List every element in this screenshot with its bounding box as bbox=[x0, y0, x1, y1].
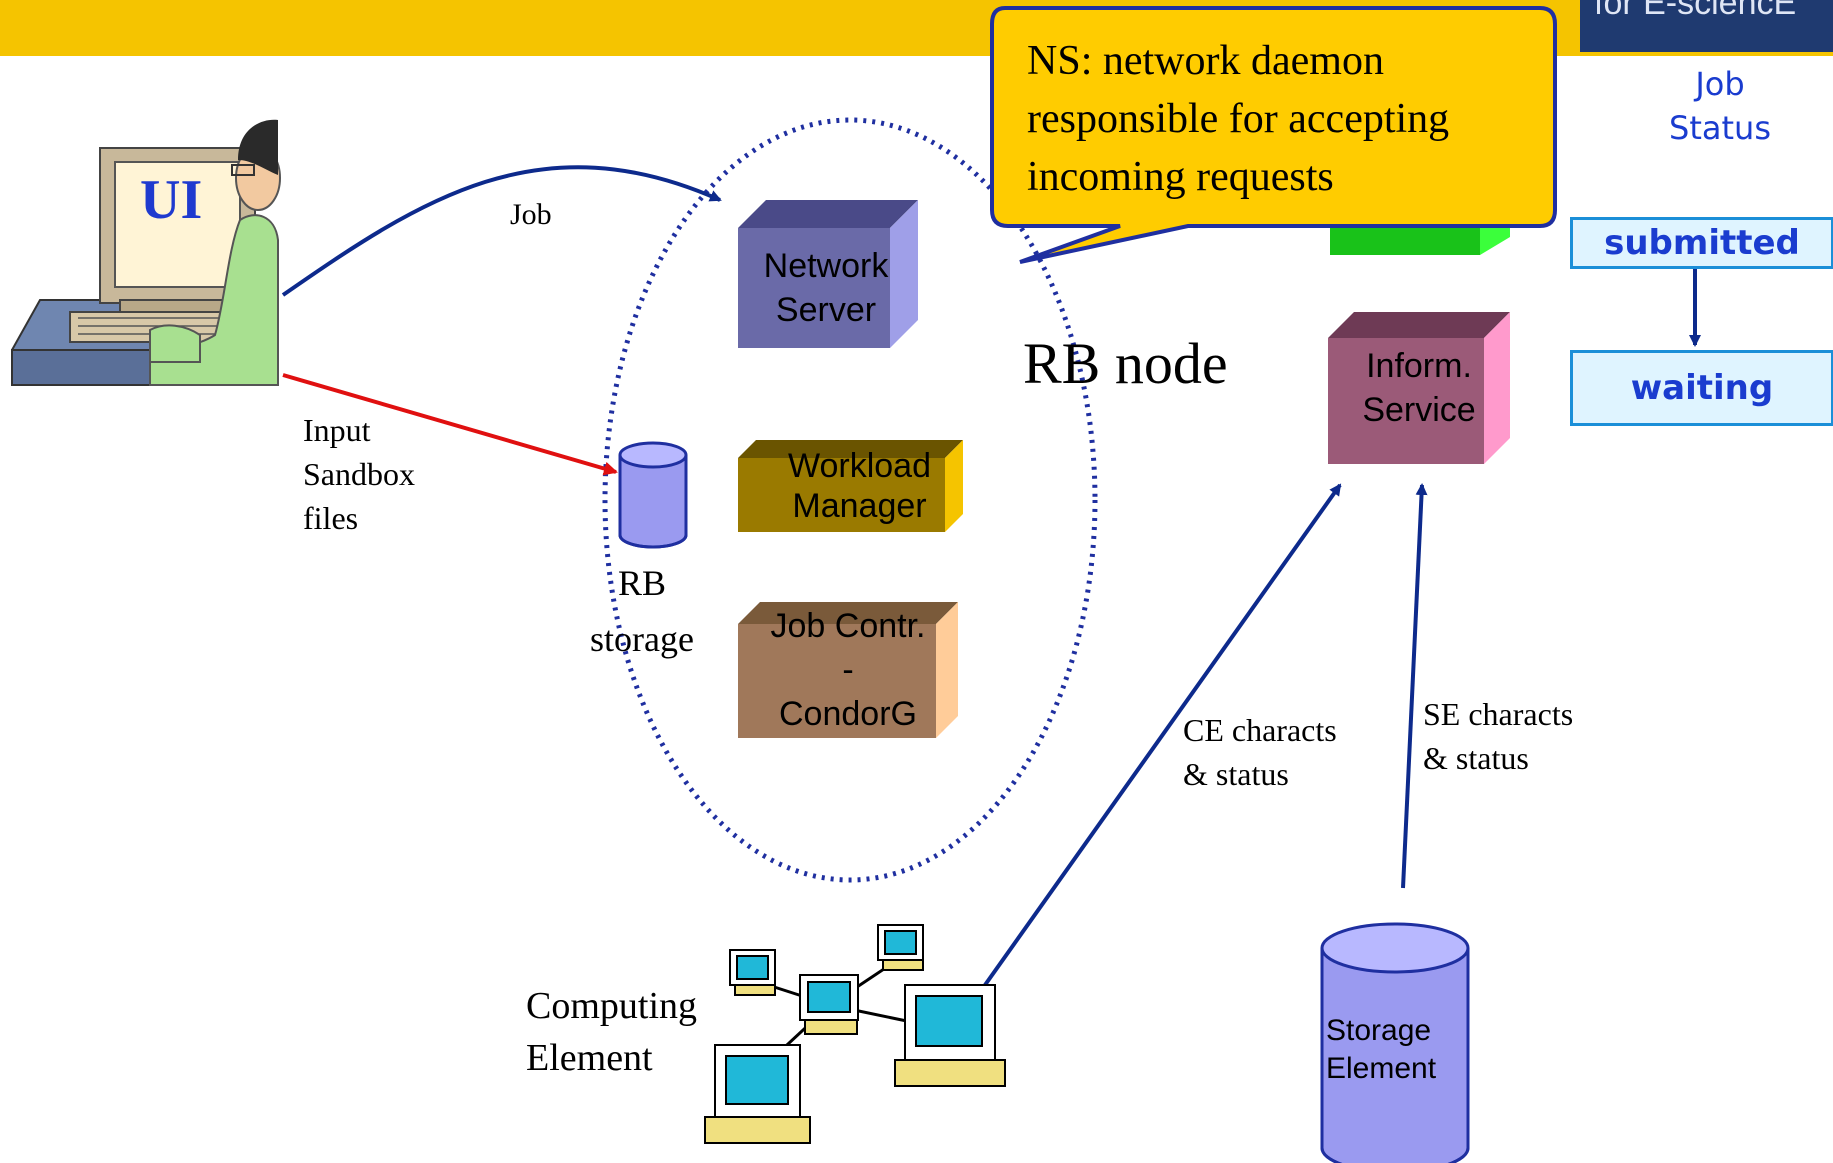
rb-storage-cylinder bbox=[618, 441, 688, 549]
job-controller-shape bbox=[738, 602, 958, 738]
se-status-arrow bbox=[1401, 483, 1428, 889]
job-label: Job bbox=[510, 198, 552, 231]
job-controller-box: Job Contr.-CondorG bbox=[738, 602, 958, 738]
inform-service-box: Inform.Service bbox=[1328, 312, 1510, 464]
computer-large-1 bbox=[894, 984, 1006, 1087]
logo-text: for E-sciencE bbox=[1594, 0, 1797, 22]
callout-text: NS: network daemon responsible for accep… bbox=[1027, 38, 1450, 200]
workload-manager-shape bbox=[738, 440, 963, 532]
rb-storage-label: RB storage bbox=[590, 563, 694, 659]
rb-node-label: RB node bbox=[1023, 331, 1228, 396]
inform-service-label: Inform.Service bbox=[1362, 347, 1476, 429]
computing-element-illustration bbox=[704, 924, 1006, 1144]
job-arrow bbox=[281, 165, 722, 297]
rb-node-boundary bbox=[602, 117, 1098, 883]
ce-status-arrow bbox=[983, 483, 1342, 987]
computing-element-label: Computing Element bbox=[526, 985, 698, 1079]
computer-large-2 bbox=[704, 1044, 811, 1144]
computer-small-1 bbox=[729, 949, 776, 996]
callout-bubble bbox=[990, 6, 1557, 264]
input-sandbox-label: Input Sandbox files bbox=[303, 412, 415, 536]
ui-terminal-illustration bbox=[11, 119, 281, 386]
se-characts-label: SE characts & status bbox=[1423, 696, 1574, 776]
inform-service-shape bbox=[1328, 312, 1510, 464]
computer-medium-1 bbox=[799, 974, 859, 1035]
computer-small-2 bbox=[877, 924, 924, 971]
logo: for E-sciencE bbox=[1580, 0, 1833, 52]
job-status-title: Job Status bbox=[1669, 65, 1771, 147]
sandbox-arrow bbox=[282, 373, 618, 476]
storage-element-label: Storage Element bbox=[1326, 1014, 1437, 1085]
network-server-shape bbox=[738, 200, 918, 348]
status-waiting: waiting bbox=[1570, 350, 1833, 426]
status-submitted: submitted bbox=[1570, 217, 1833, 269]
job-controller-label: Job Contr.-CondorG bbox=[770, 607, 926, 733]
storage-element-cylinder bbox=[1320, 922, 1470, 1163]
ce-characts-label: CE characts & status bbox=[1183, 712, 1337, 792]
ui-label: UI bbox=[140, 169, 203, 231]
